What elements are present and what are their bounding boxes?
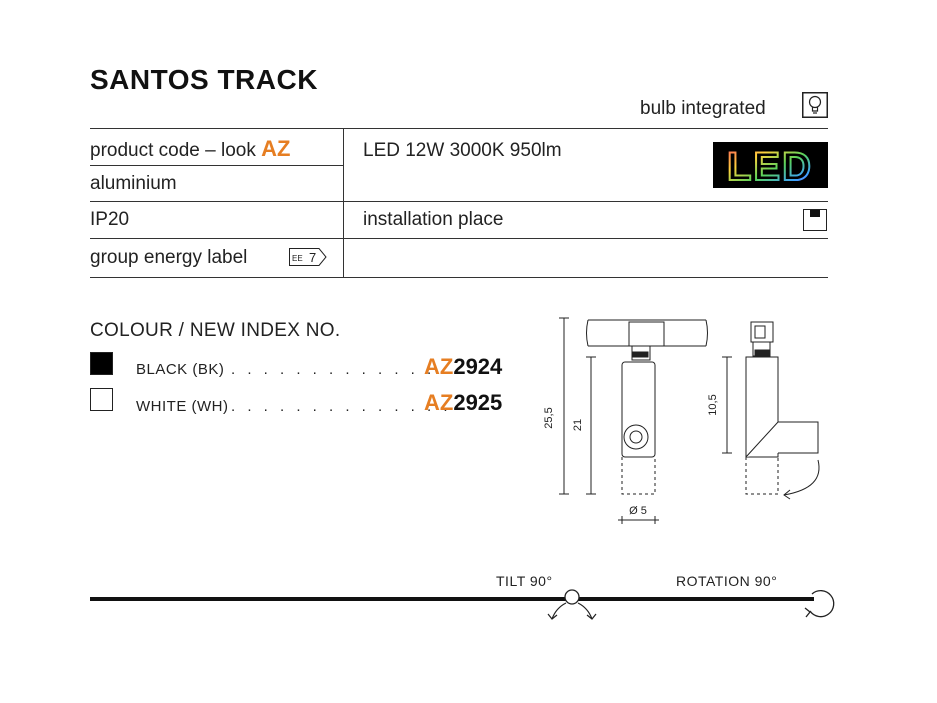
table-rule bbox=[90, 201, 828, 202]
led-spec-cell: LED 12W 3000K 950lm bbox=[363, 140, 562, 161]
index-prefix: AZ bbox=[424, 390, 454, 415]
index-number: AZ2924 bbox=[424, 354, 502, 380]
product-code-brand: AZ bbox=[261, 136, 291, 161]
bulb-icon bbox=[802, 92, 828, 118]
index-digits: 2924 bbox=[453, 354, 503, 379]
product-code-cell: product code – look AZ bbox=[90, 136, 290, 162]
product-title: SANTOS TRACK bbox=[90, 64, 318, 95]
dimension-side-height: 10,5 bbox=[707, 394, 719, 415]
energy-badge-number: 7 bbox=[309, 250, 316, 265]
bulb-integrated-label: bulb integrated bbox=[640, 98, 766, 119]
table-bottom-rule bbox=[90, 277, 828, 278]
colour-heading: COLOUR / NEW INDEX NO. bbox=[90, 320, 341, 341]
ip-rating-cell: IP20 bbox=[90, 209, 130, 230]
led-logo-text: LED bbox=[727, 145, 813, 188]
installation-place-cell: installation place bbox=[363, 209, 504, 230]
table-column-divider bbox=[343, 128, 344, 277]
index-prefix: AZ bbox=[424, 354, 454, 379]
motion-bar bbox=[90, 589, 835, 620]
ceiling-installation-icon bbox=[803, 209, 827, 231]
index-number: AZ2925 bbox=[424, 390, 502, 416]
black-swatch bbox=[90, 352, 113, 375]
dimension-total-height: 25,5 bbox=[543, 407, 555, 428]
table-rule bbox=[90, 238, 828, 239]
index-digits: 2925 bbox=[453, 390, 503, 415]
rotation-icon bbox=[809, 590, 835, 618]
technical-drawing: 25,5 21 Ø 5 10,5 bbox=[543, 317, 820, 524]
dimension-diameter: Ø 5 bbox=[629, 505, 647, 517]
energy-label-cell: group energy label bbox=[90, 247, 248, 268]
table-rule bbox=[90, 165, 343, 166]
leader-dots: . . . . . . . . . . . . . . bbox=[231, 361, 452, 378]
energy-badge-prefix: EE bbox=[292, 254, 303, 263]
rotation-label: ROTATION 90° bbox=[676, 573, 778, 589]
colour-option-label: WHITE (WH) bbox=[136, 398, 229, 415]
tilt-icon bbox=[564, 589, 580, 605]
colour-option-label: BLACK (BK) bbox=[136, 361, 225, 378]
dimension-body-height: 21 bbox=[572, 419, 584, 431]
leader-dots: . . . . . . . . . . . . . . bbox=[231, 398, 452, 415]
white-swatch bbox=[90, 388, 113, 411]
material-cell: aluminium bbox=[90, 173, 177, 194]
tilt-label: TILT 90° bbox=[496, 573, 553, 589]
table-top-rule bbox=[90, 128, 828, 129]
led-logo: LED bbox=[713, 142, 828, 190]
energy-class-badge: EE 7 bbox=[289, 248, 327, 266]
product-code-label: product code – look bbox=[90, 140, 256, 161]
